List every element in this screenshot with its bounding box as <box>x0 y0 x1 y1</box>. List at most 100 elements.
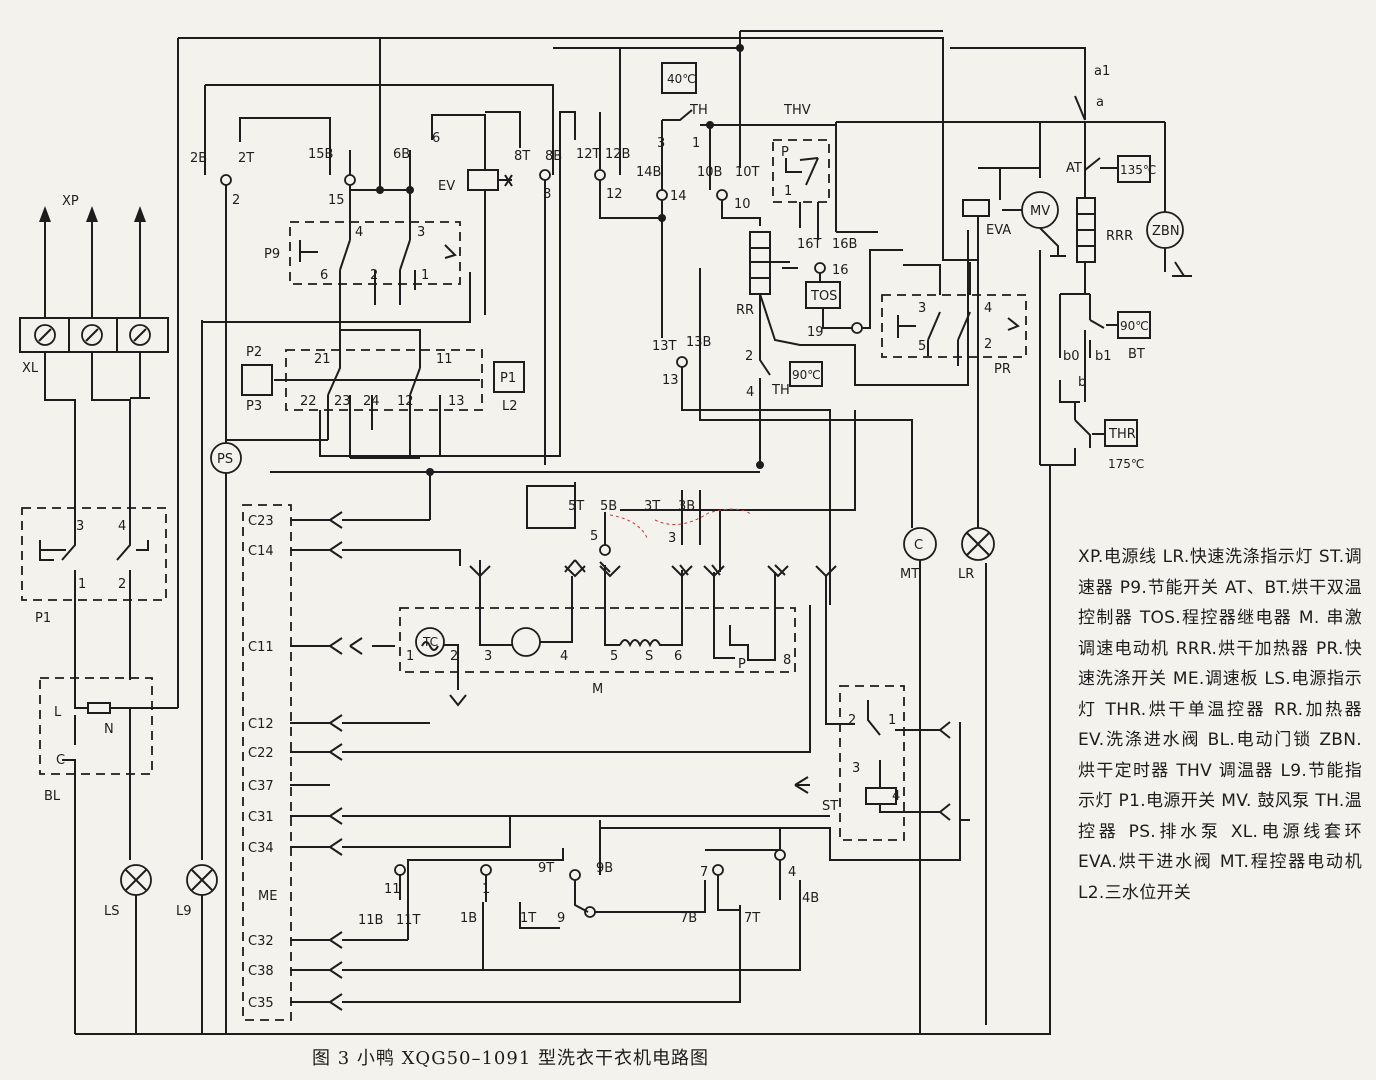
label-p9: P9 <box>264 247 280 262</box>
label-ps: PS <box>217 452 233 467</box>
label-a1: a1 <box>1094 64 1110 79</box>
main-wires <box>75 30 1166 1035</box>
term-2B: 2B <box>190 151 207 166</box>
label-rr: RR <box>736 303 754 318</box>
term-3T: 3T <box>644 499 660 514</box>
label-xl: XL <box>22 361 39 376</box>
label-s: S <box>645 649 653 664</box>
figure-caption: 图 3 小鸭 XQG50–1091 型洗衣干衣机电路图 <box>312 1048 710 1069</box>
term-8T: 8T <box>514 149 530 164</box>
pin-p9-2: 2 <box>370 268 378 283</box>
connector-c35: C35 <box>248 996 274 1011</box>
node-16: 16 <box>832 263 849 278</box>
term-2T: 2T <box>238 151 254 166</box>
label-tc: TC <box>422 635 438 649</box>
connector-c22: C22 <box>248 746 274 761</box>
node-15: 15 <box>328 193 345 208</box>
label-p: P <box>738 657 746 672</box>
node-12: 12 <box>606 187 623 202</box>
label-p3: P3 <box>246 399 262 414</box>
term-3B: 3B <box>678 499 695 514</box>
label-st: ST <box>822 799 838 814</box>
label-m: M <box>592 682 603 697</box>
centre-section <box>553 44 1027 1034</box>
node-8: 8 <box>543 187 551 202</box>
term-9T: 9T <box>538 861 554 876</box>
label-c: C <box>914 538 923 553</box>
pin-l2-23: 23 <box>334 394 351 409</box>
pin-thv-1: 1 <box>784 184 792 199</box>
term-16T: 16T <box>797 237 822 252</box>
label-th: TH <box>771 383 790 398</box>
pin-st-4: 4 <box>892 789 900 804</box>
pin-l2-11: 11 <box>436 352 453 367</box>
term-5B: 5B <box>600 499 617 514</box>
right-section <box>962 70 1192 448</box>
connector-c37: C37 <box>248 779 274 794</box>
power-section <box>19 206 471 1034</box>
temp-135: 135℃ <box>1120 163 1156 177</box>
connector-c11: C11 <box>248 640 274 655</box>
pin-l2-24: 24 <box>363 394 380 409</box>
node-13: 13 <box>662 373 679 388</box>
node-9: 9 <box>557 911 565 926</box>
label-p1-box: P1 <box>500 371 516 386</box>
pin-pr-4: 4 <box>984 301 992 316</box>
connector-c32: C32 <box>248 934 274 949</box>
pin-p1-2: 2 <box>118 577 126 592</box>
term-13B: 13B <box>686 335 711 350</box>
temp-90-th: 90℃ <box>792 368 821 382</box>
term-1B: 1B <box>460 911 477 926</box>
pin-p9-6: 6 <box>320 268 328 283</box>
term-7T: 7T <box>744 911 760 926</box>
node-5: 5 <box>590 529 598 544</box>
pin-th-2: 2 <box>745 349 753 364</box>
connector-c14: C14 <box>248 544 274 559</box>
pin-p9-3: 3 <box>417 225 425 240</box>
term-11B: 11B <box>358 913 383 928</box>
bl-pin-n: N <box>104 722 114 737</box>
pin-st-2: 2 <box>848 713 856 728</box>
connector-c12: C12 <box>248 717 274 732</box>
label-ev: EV <box>438 179 455 194</box>
temp-90-bt: 90℃ <box>1120 319 1149 333</box>
node-14: 14 <box>670 189 687 204</box>
pin-st-1: 1 <box>888 713 896 728</box>
motor-section <box>399 410 856 725</box>
label-at: AT <box>1066 161 1082 176</box>
label-thr: THR <box>1108 427 1136 442</box>
pin-m-4: 4 <box>560 649 568 664</box>
bl-pin-c: C <box>56 753 65 768</box>
pin-m-2: 2 <box>450 649 458 664</box>
pin-p1-1: 1 <box>78 577 86 592</box>
temp-40: 40℃ <box>667 72 696 86</box>
pin-th-1: 1 <box>692 136 700 151</box>
label-eva: EVA <box>986 223 1011 238</box>
node-3: 3 <box>668 531 676 546</box>
node-1: 1 <box>482 882 490 897</box>
label-b1: b1 <box>1095 349 1112 364</box>
pin-l2-22: 22 <box>300 394 317 409</box>
pin-m-1: 1 <box>406 649 414 664</box>
term-1T: 1T <box>520 911 536 926</box>
node-7: 7 <box>700 865 708 880</box>
connector-c23: C23 <box>248 514 274 529</box>
label-pr: PR <box>994 362 1011 377</box>
label-thv: THV <box>783 103 811 118</box>
connector-c34: C34 <box>248 841 274 856</box>
term-8B: 8B <box>545 149 562 164</box>
term-16B: 16B <box>832 237 857 252</box>
label-b0: b0 <box>1063 349 1080 364</box>
label-lr: LR <box>958 567 974 582</box>
node-11: 11 <box>384 882 401 897</box>
label-rrr: RRR <box>1106 229 1133 244</box>
term-11T: 11T <box>396 913 421 928</box>
pin-p9-1: 1 <box>421 268 429 283</box>
node-19: 19 <box>807 325 824 340</box>
term-15B: 15B <box>308 147 333 162</box>
label-l2: L2 <box>502 399 518 414</box>
label-mt: MT <box>900 567 919 582</box>
term-12B: 12B <box>605 147 630 162</box>
